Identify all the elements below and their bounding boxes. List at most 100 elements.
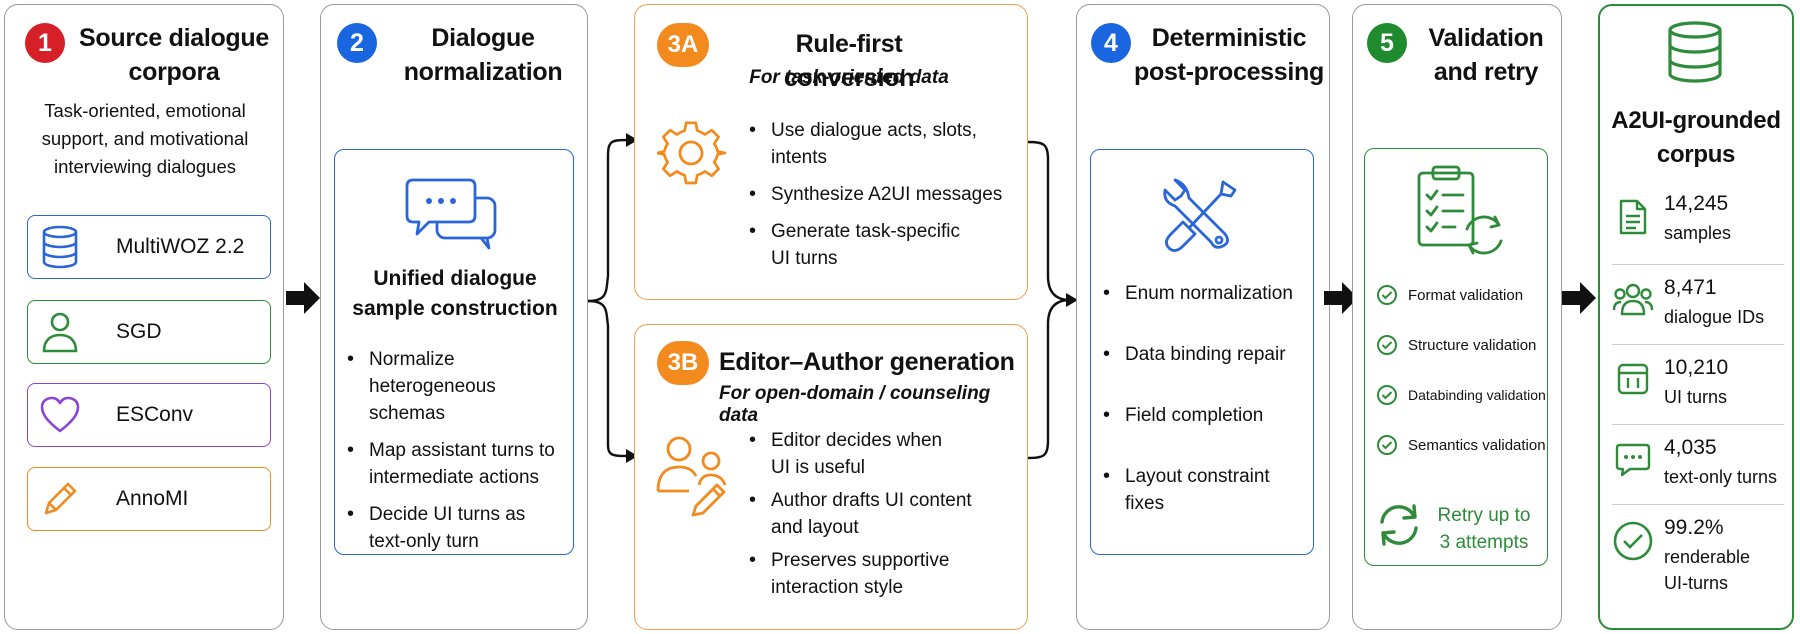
bullet-line: Author drafts UI content xyxy=(771,490,972,511)
stage4-panel: 4 Deterministic post-processing Enum nor… xyxy=(1076,4,1330,630)
merge-brace-arrows xyxy=(1027,140,1078,460)
stage3a-badge: 3A xyxy=(657,23,709,67)
stage1-title-line1: Source dialogue xyxy=(79,24,269,52)
corpus-item-multiwoz: MultiWOZ 2.2 xyxy=(27,215,271,279)
list-item: Preserves supportive interaction style xyxy=(747,547,1017,601)
bullet-line: and layout xyxy=(771,517,859,538)
stage5-title: Validation and retry xyxy=(1413,21,1559,89)
chat-bubbles-icon xyxy=(405,176,501,252)
stage5-badge: 5 xyxy=(1367,23,1407,63)
stage1-desc-line3: interviewing dialogues xyxy=(53,156,237,177)
chat-icon xyxy=(1615,443,1651,477)
bullet-line: text-only turn xyxy=(369,531,479,552)
stat-label: samples xyxy=(1664,223,1732,243)
validation-check-databinding: Databinding validation xyxy=(1376,384,1546,406)
bullet-line: Synthesize A2UI messages xyxy=(771,184,1003,205)
editor-author-icon xyxy=(655,431,735,521)
stat-divider xyxy=(1612,424,1784,425)
stage4-badge: 4 xyxy=(1091,23,1131,63)
stage4-title: Deterministic post-processing xyxy=(1131,21,1327,89)
corpus-label: AnnoMI xyxy=(116,487,189,510)
stat-renderable: 99.2% renderable UI-turns xyxy=(1600,512,1786,612)
list-item: Editor decides when UI is useful xyxy=(747,427,1017,481)
bullet-line: Use dialogue acts, slots, xyxy=(771,120,977,141)
corpus-label: SGD xyxy=(116,320,162,343)
bullet-line: Editor decides when xyxy=(771,430,943,451)
ui-window-icon xyxy=(1617,363,1649,395)
bullet-line: intermediate actions xyxy=(369,467,540,488)
stage1-desc-line1: Task-oriented, emotional xyxy=(44,100,246,121)
validation-box xyxy=(1364,148,1548,566)
stage3b-title: Editor–Author generation xyxy=(719,348,1015,376)
stat-value: 14,245 xyxy=(1664,192,1729,215)
box-title-line2: sample construction xyxy=(352,297,558,320)
pencil-icon xyxy=(28,479,92,519)
list-item: Layout constraint fixes xyxy=(1101,463,1311,517)
flow-arrow-5-output xyxy=(1562,282,1596,314)
box-title: Unified dialogue sample construction xyxy=(335,264,575,324)
stat-label: renderable xyxy=(1664,547,1751,567)
bullet-line: Preserves supportive xyxy=(771,550,950,571)
flow-arrow-1-2 xyxy=(286,282,320,314)
stage3a-title: Rule-first conversion xyxy=(783,30,915,92)
stat-label: UI turns xyxy=(1664,387,1728,407)
bullet-line: interaction style xyxy=(771,577,904,598)
document-icon xyxy=(1619,199,1647,235)
bullet-line: UI is useful xyxy=(771,457,865,478)
database-icon xyxy=(28,225,92,269)
validation-label: Semantics validation xyxy=(1408,436,1546,454)
box-title-line1: Unified dialogue xyxy=(373,267,537,290)
stage3b-subtitle: For open-domain / counseling data xyxy=(719,383,991,426)
validation-check-structure: Structure validation xyxy=(1376,334,1536,356)
bullet-line: Decide UI turns as xyxy=(369,504,526,525)
stat-divider xyxy=(1612,344,1784,345)
stage1-badge: 1 xyxy=(25,23,65,63)
validation-check-format: Format validation xyxy=(1376,284,1523,306)
validation-check-semantics: Semantics validation xyxy=(1376,434,1546,456)
stat-ui-turns: 10,210 UI turns xyxy=(1600,352,1786,422)
stage1-title: Source dialogue corpora xyxy=(69,21,279,89)
check-circle-icon xyxy=(1377,285,1397,305)
stat-label: text-only turns xyxy=(1664,467,1778,487)
bullet-line: intents xyxy=(771,147,827,168)
stat-label: UI-turns xyxy=(1664,573,1729,593)
stage1-title-line2: corpora xyxy=(128,58,220,86)
bullet-line: Map assistant turns to xyxy=(369,440,555,461)
validation-label: Format validation xyxy=(1408,286,1524,304)
wrench-screwdriver-icon xyxy=(1161,176,1241,256)
retry-line2: 3 attempts xyxy=(1439,532,1529,553)
validation-label: Structure validation xyxy=(1408,336,1537,354)
stage1-desc-line2: support, and motivational xyxy=(41,128,249,149)
post-processing-box: Enum normalization Data binding repair F… xyxy=(1090,149,1314,555)
check-circle-icon xyxy=(1377,435,1397,455)
split-brace-arrows xyxy=(587,133,638,463)
corpus-item-annomi: AnnoMI xyxy=(27,467,271,531)
stat-divider xyxy=(1612,504,1784,505)
corpus-label: MultiWOZ 2.2 xyxy=(116,235,245,258)
unified-sample-box: Unified dialogue sample construction Nor… xyxy=(334,149,574,555)
retry-line1: Retry up to xyxy=(1437,505,1531,526)
corpus-item-esconv: ESConv xyxy=(27,383,271,447)
bullet-line: schemas xyxy=(369,403,446,424)
validation-label: Databinding validation xyxy=(1408,387,1546,403)
users-icon xyxy=(1612,283,1654,316)
flow-arrow-4-5 xyxy=(1324,282,1358,314)
stat-value: 99.2% xyxy=(1664,516,1724,539)
stage1-description: Task-oriented, emotional support, and mo… xyxy=(5,97,285,181)
check-circle-icon xyxy=(1377,335,1397,355)
stage5-title-line2: and retry xyxy=(1433,58,1539,86)
stat-dialogue-ids: 8,471 dialogue IDs xyxy=(1600,272,1786,342)
stat-text-only-turns: 4,035 text-only turns xyxy=(1600,432,1786,502)
corpus-item-sgd: SGD xyxy=(27,300,271,364)
check-circle-icon xyxy=(1613,521,1653,561)
output-title-line1: A2UI-grounded xyxy=(1611,107,1781,134)
heart-icon xyxy=(28,396,92,434)
stat-samples: 14,245 samples xyxy=(1600,190,1786,260)
stage5-title-line1: Validation xyxy=(1428,24,1544,52)
retry-icon xyxy=(1376,502,1422,548)
stage3a-bullets: Use dialogue acts, slots, intents Synthes… xyxy=(747,117,1017,272)
stat-divider xyxy=(1612,264,1784,265)
